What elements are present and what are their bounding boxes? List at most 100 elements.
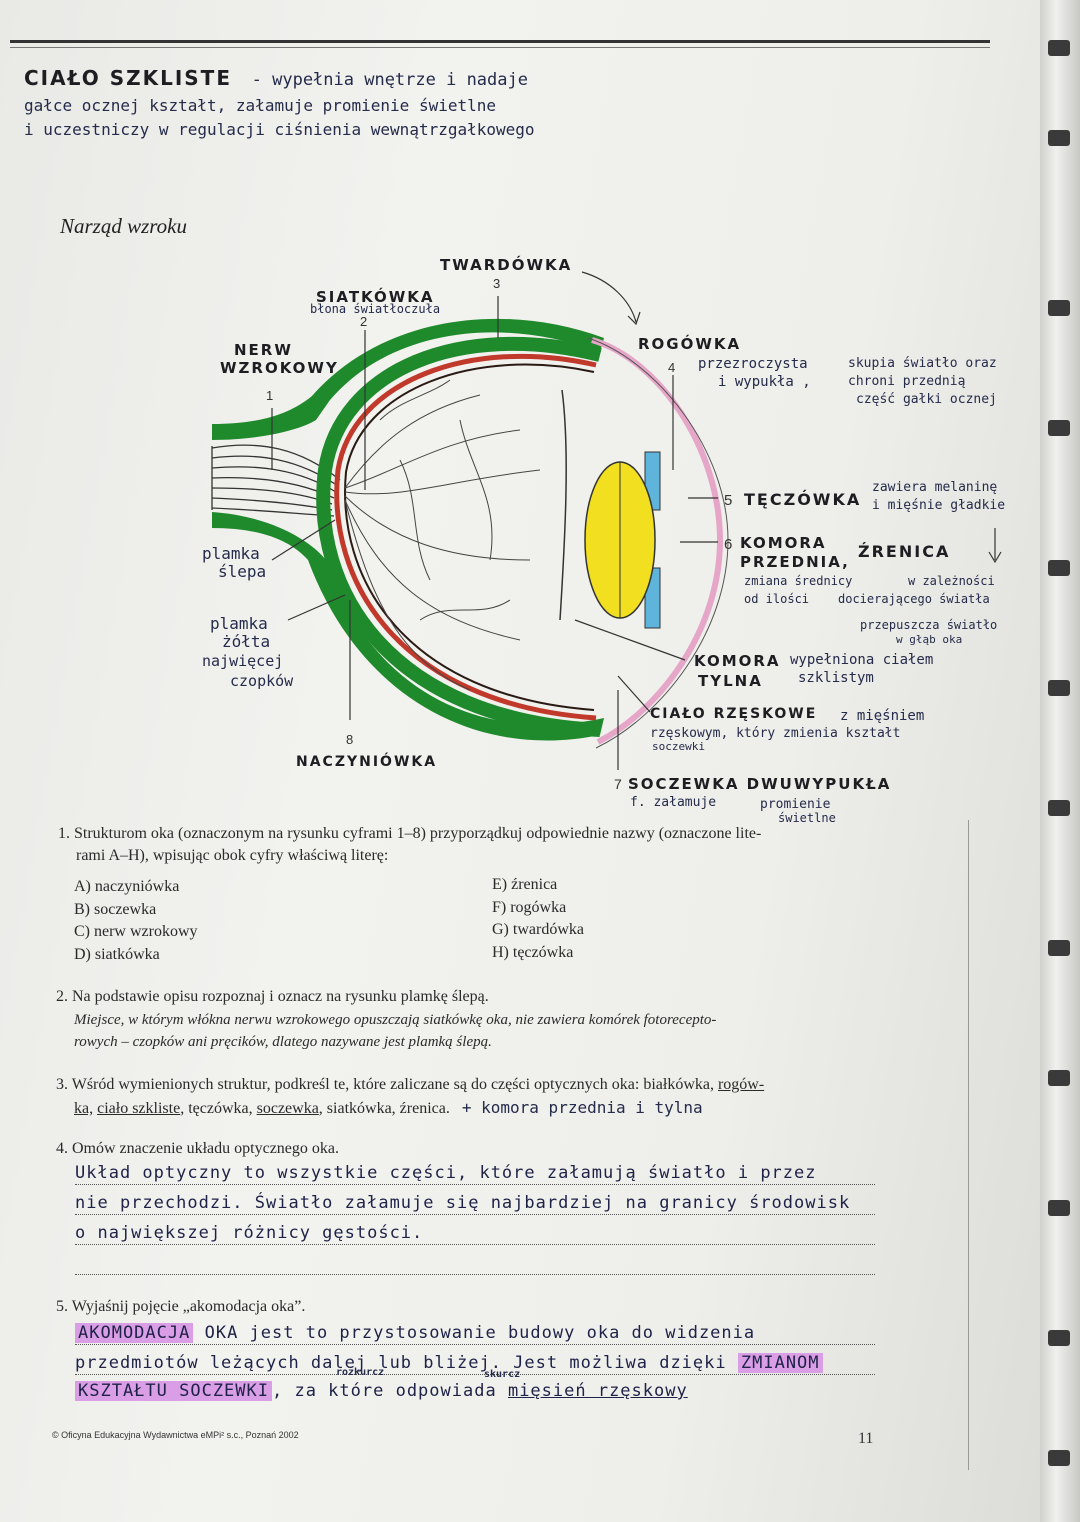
plamka-zolta-2: żółta bbox=[222, 632, 271, 651]
label-komora-przednia-1: KOMORA bbox=[740, 534, 827, 552]
rogowka-desc2: i wypukła , bbox=[718, 374, 811, 390]
zrenica-desc5: przepuszcza światło bbox=[860, 618, 998, 632]
q4-answer-2: nie przechodzi. Światło załamuje się naj… bbox=[75, 1193, 851, 1213]
zrenica-desc1: zmiana średnicy bbox=[744, 574, 853, 588]
q1-text-2: rami A–H), wpisując obok cyfry właściwą … bbox=[76, 847, 389, 864]
label-siatkowka: SIATKÓWKA bbox=[316, 288, 435, 306]
q2-italic-2: rowych – czopków ani pręcików, dlatego n… bbox=[74, 1031, 492, 1053]
choroid-shape bbox=[334, 353, 597, 721]
q3-line-2: ka, ciało szkliste, tęczówka, soczewka, … bbox=[74, 1097, 703, 1120]
rogowka-desc1: przezroczysta bbox=[698, 356, 808, 372]
retina-vessels bbox=[344, 379, 541, 691]
q5-answer-3a: , za które odpowiada bbox=[272, 1381, 497, 1401]
section-title: Narząd wzroku bbox=[60, 214, 187, 238]
num-5: 5 bbox=[724, 492, 733, 509]
pointer-lines bbox=[271, 271, 1002, 770]
q4-answer-3: o największej różnicy gęstości. bbox=[75, 1223, 424, 1243]
q1-left-options: A) naczyniówka B) soczewka C) nerw wzrok… bbox=[74, 876, 198, 966]
q3-line-1: 3. Wśród wymienionych struktur, podkreśl… bbox=[56, 1074, 764, 1096]
q2-italic-1-text: Miejsce, w którym włókna nerwu wzrokoweg… bbox=[74, 1012, 717, 1028]
cornea-outline bbox=[587, 337, 729, 749]
binder-ring bbox=[1048, 680, 1070, 696]
vitreous-boundary bbox=[559, 389, 567, 621]
q2-italic-2-text: rowych – czopków ani pręcików, dlatego n… bbox=[74, 1034, 492, 1050]
plamka-zolta-4: czopków bbox=[230, 672, 294, 690]
q1-option-f: F) rogówka bbox=[492, 898, 567, 916]
heading-line2: gałce ocznej kształt, załamuje promienie… bbox=[24, 96, 497, 115]
q5-small-2: skurcz bbox=[484, 1369, 521, 1380]
binder-ring bbox=[1048, 1200, 1070, 1216]
q4-answer-1: Układ optyczny to wszystkie części, któr… bbox=[75, 1163, 817, 1183]
num-2: 2 bbox=[360, 314, 368, 329]
q4-line-3 bbox=[75, 1244, 875, 1245]
label-zrenica: ŹRENICA bbox=[858, 542, 951, 561]
plamka-zolta-3: najwięcej bbox=[202, 652, 284, 670]
q1-right-options: E) źrenica F) rogówka G) twardówka H) tę… bbox=[492, 874, 584, 964]
eye-diagram bbox=[211, 271, 1002, 770]
q5-small-1: rozkurcz bbox=[336, 1367, 385, 1378]
cialo-rzeskowe-desc2: rzęskowym, który zmienia kształt bbox=[650, 726, 901, 741]
label-komora-przednia-2: PRZEDNIA, bbox=[740, 553, 850, 571]
footer-copyright: © Oficyna Edukacyjna Wydawnictwa eMPi² s… bbox=[52, 1430, 299, 1440]
eyeball-ring bbox=[316, 336, 602, 737]
plamka-slepa-2: ślepa bbox=[218, 562, 267, 581]
num-8: 8 bbox=[346, 732, 354, 747]
q5-answer-2: przedmiotów leżących dalej lub bliżej. J… bbox=[75, 1353, 823, 1373]
binder-ring bbox=[1048, 1330, 1070, 1346]
binder-ring bbox=[1048, 1450, 1070, 1466]
q1-text-1: 1. Strukturom oka (oznaczonym na rysunku… bbox=[58, 825, 762, 842]
label-rogowka: ROGÓWKA bbox=[638, 335, 742, 353]
q5-line-1 bbox=[75, 1344, 875, 1345]
sclera-lower-shape bbox=[212, 512, 604, 741]
cialo-rzeskowe-desc3: soczewki bbox=[652, 740, 705, 753]
rogowka-desc3: skupia światło oraz bbox=[848, 356, 997, 371]
plamka-slepa-1: plamka bbox=[202, 544, 260, 563]
q3-text2b: ciało szkliste bbox=[97, 1100, 181, 1117]
q5-highlight-1: AKOMODACJA bbox=[75, 1323, 194, 1343]
retina-shape bbox=[344, 363, 595, 711]
q1-option-d: D) siatkówka bbox=[74, 945, 160, 963]
q3-text2a: ka, bbox=[74, 1100, 94, 1117]
q5-answer-3: KSZTAŁTU SOCZEWKI, za które odpowiada mi… bbox=[75, 1381, 688, 1401]
heading-note: CIAŁO SZKLISTE - wypełnia wnętrze i nada… bbox=[24, 66, 528, 90]
q1-option-h: H) tęczówka bbox=[492, 943, 574, 961]
binder-ring bbox=[1048, 1070, 1070, 1086]
num-7: 7 bbox=[614, 776, 622, 792]
q3-text2d: soczewka bbox=[256, 1100, 319, 1117]
komora-tylna-desc2: szklistym bbox=[798, 670, 874, 686]
binder-ring bbox=[1048, 420, 1070, 436]
q3-text2c: , tęczówka, bbox=[180, 1100, 253, 1117]
label-nerw-1: NERW bbox=[234, 341, 293, 359]
teczowka-desc1: zawiera melaninę bbox=[872, 480, 998, 495]
num-4: 4 bbox=[668, 360, 676, 375]
top-rule-thin bbox=[10, 47, 990, 48]
label-naczyniowka: NACZYNIÓWKA bbox=[296, 754, 438, 770]
q5-highlight-3: KSZTAŁTU SOCZEWKI bbox=[75, 1381, 272, 1401]
cialo-rzeskowe-desc1: z mięśniem bbox=[840, 708, 925, 724]
zrenica-desc6: w głąb oka bbox=[896, 633, 963, 646]
q1-option-a: A) naczyniówka bbox=[74, 878, 180, 895]
zrenica-desc4: docierającego światła bbox=[838, 592, 990, 606]
rogowka-desc5: część gałki ocznej bbox=[856, 392, 997, 407]
q2-italic-1: Miejsce, w którym włókna nerwu wzrokoweg… bbox=[74, 1009, 716, 1031]
soczewka-desc3: świetlne bbox=[778, 811, 836, 825]
rogowka-desc4: chroni przednią bbox=[848, 374, 966, 389]
sclera-shape bbox=[212, 318, 604, 440]
q5-highlight-2: ZMIANOM bbox=[737, 1353, 823, 1373]
binder-ring bbox=[1048, 130, 1070, 146]
num-6: 6 bbox=[724, 536, 733, 553]
binder-ring bbox=[1048, 940, 1070, 956]
zrenica-desc3: w zależności bbox=[908, 574, 995, 588]
binder-ring bbox=[1048, 300, 1070, 316]
binder-ring bbox=[1048, 560, 1070, 576]
soczewka-desc1: f. załamuje bbox=[630, 795, 717, 810]
q3-text1b: rogów- bbox=[717, 1076, 765, 1093]
label-soczewka: SOCZEWKA DWUWYPUKŁA bbox=[628, 775, 892, 793]
q4-line-4 bbox=[75, 1274, 875, 1275]
page-number: 11 bbox=[858, 1430, 874, 1447]
binder-ring bbox=[1048, 40, 1070, 56]
label-twardowka: TWARDÓWKA bbox=[440, 256, 573, 274]
q5-answer-1: AKOMODACJA OKA jest to przystosowanie bu… bbox=[75, 1323, 755, 1343]
zrenica-desc2: od ilości bbox=[744, 592, 810, 606]
q5-answer-3b: mięsień rzęskowy bbox=[507, 1381, 688, 1401]
